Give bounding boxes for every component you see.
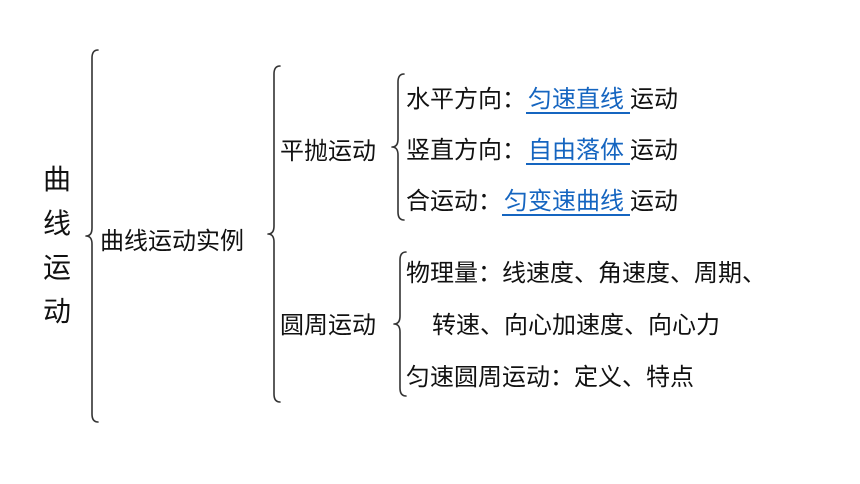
projectile-row-horizontal: 水平方向：匀速直线运动 (406, 84, 678, 114)
circular-uniform: 匀速圆周运动：定义、特点 (406, 363, 694, 391)
brace-circular (393, 251, 407, 397)
row-suffix: 运动 (630, 136, 678, 164)
answer-blank: 匀变速曲线 (502, 188, 630, 216)
projectile-label: 平抛运动 (280, 137, 376, 165)
brace-level1 (267, 65, 281, 403)
root-char: 运 (42, 251, 71, 284)
circular-quantities-line1: 物理量：线速度、角速度、周期、 (406, 259, 766, 287)
answer-blank: 匀速直线 (526, 86, 630, 114)
row-prefix: 竖直方向： (406, 136, 526, 164)
answer-blank: 自由落体 (526, 137, 630, 165)
row-prefix: 水平方向： (406, 85, 526, 113)
row-prefix: 合运动： (406, 187, 502, 215)
level1-label: 曲线运动实例 (100, 227, 244, 255)
root-char: 动 (42, 295, 71, 328)
root-title: 曲 线 运 动 (40, 158, 74, 334)
root-char: 线 (42, 207, 71, 240)
row-suffix: 运动 (630, 85, 678, 113)
brace-root (85, 49, 99, 423)
projectile-row-combined: 合运动：匀变速曲线运动 (406, 186, 678, 216)
root-char: 曲 (42, 163, 71, 196)
projectile-row-vertical: 竖直方向：自由落体运动 (406, 135, 678, 165)
brace-projectile (391, 73, 405, 221)
circular-quantities-line2: 转速、向心加速度、向心力 (432, 311, 720, 339)
circular-label: 圆周运动 (280, 311, 376, 339)
row-suffix: 运动 (630, 187, 678, 215)
